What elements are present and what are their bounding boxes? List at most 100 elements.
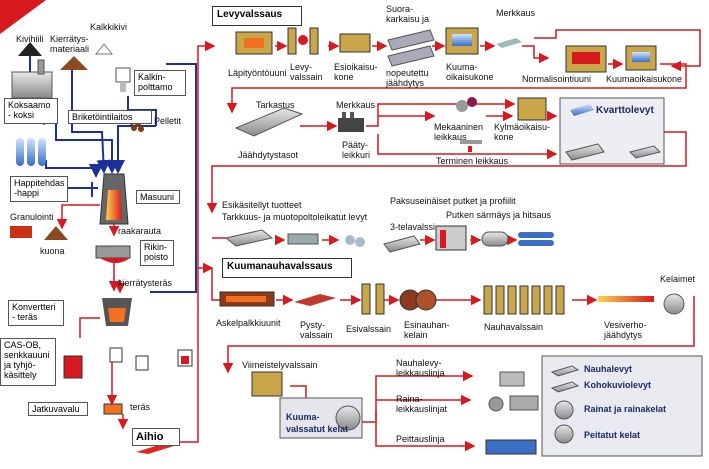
label-rikin-2: poisto <box>144 252 169 262</box>
label-tarkastus: Tarkastus <box>256 100 295 110</box>
hot-leveller-icon <box>445 27 479 55</box>
label-nauhavalssain: Nauhavalssain <box>484 322 544 332</box>
box-aihio: Aihio <box>132 428 180 446</box>
limestone-pile-icon <box>94 43 114 55</box>
finishing-mill-icon <box>483 285 565 315</box>
label-raina-2: leikkauslinjat <box>396 404 448 414</box>
slitting-line-icon <box>488 395 539 412</box>
box-konvertteri: Konvertteri - teräs <box>8 300 64 326</box>
label-granulointi: Granulointi <box>10 212 54 222</box>
label-esinauhankelain-1: Esinauhan- <box>404 320 450 330</box>
pretreated-plate-icon <box>224 229 274 247</box>
box-briketointilaitos: Briketöintilaitos <box>68 110 152 124</box>
label-suora-2: karkaisu ja <box>386 14 430 24</box>
blast-furnace-icon <box>99 173 129 225</box>
label-raina-1: Raina- <box>396 394 423 404</box>
label-lapityontouuni: Läpityöntöuuni <box>228 68 287 78</box>
corner-triangle <box>0 0 46 34</box>
converter-icon <box>102 298 132 326</box>
lime-kiln-icon <box>115 67 131 92</box>
label-rikin-1: Rikin- <box>144 242 168 252</box>
label-paatyleikkuri-2: leikkuri <box>342 150 371 160</box>
ladle-icons <box>63 347 193 379</box>
legend-nauhalevyt: Nauhalevyt <box>584 364 633 374</box>
bending-press-icon <box>435 225 467 251</box>
thermal-cutting-icon <box>460 140 482 152</box>
label-tarkkuus: Tarkkuus- ja muotopoltoleikatut levyt <box>222 212 368 222</box>
edger-icon <box>294 294 336 306</box>
label-casob-1: CAS-OB, <box>4 340 42 350</box>
label-happi-2: -happi <box>14 188 40 198</box>
section-levyvalssaus: Levyvalssaus <box>212 6 302 26</box>
continuous-casting-icon <box>103 403 123 415</box>
box-kalkinpolttamo: Kalkin- polttamo <box>134 70 186 96</box>
cut-to-length-icon <box>499 371 525 387</box>
label-esinauhankelain-2: kelain <box>404 330 428 340</box>
label-kylmaoikaisu-1: Kylmäoikaisu- <box>494 122 551 132</box>
granulation-block-icon <box>10 226 32 238</box>
label-pystyvalssain-2: valssain <box>300 330 333 340</box>
label-esioikaisu-2: kone <box>334 72 354 82</box>
coal-pile-icon <box>18 42 42 56</box>
label-kalkkikivi: Kalkkikivi <box>90 22 128 32</box>
box-koksaamo: Koksaamo - koksi <box>4 98 58 124</box>
walking-beam-furnace-icon <box>219 291 275 307</box>
label-normalisointiuuni: Normalisointiuuni <box>522 74 592 84</box>
label-merkkaus-mid: Merkkaus <box>336 100 376 110</box>
billet-icon <box>136 444 174 454</box>
mechanical-cutting-icon <box>456 97 477 112</box>
label-esikasitellyt: Esikäsitellyt tuotteet <box>222 200 302 210</box>
label-nauhalevy-2: leikkauslinja <box>396 368 445 378</box>
box-masuuni: Masuuni <box>136 190 180 204</box>
label-esivalssain: Esivalssain <box>346 324 392 334</box>
label-happi-1: Happitehdas <box>14 178 65 188</box>
cooling-bed-icon <box>234 107 304 137</box>
label-levyvalssain-1: Levy- <box>290 62 313 72</box>
label-kolmetela: 3-telavalssi <box>390 222 436 232</box>
label-konvertteri-1: Konvertteri <box>12 302 56 312</box>
legend-peitatut: Peitatut kelat <box>584 430 641 440</box>
label-levyvalssain-2: valssain <box>290 72 323 82</box>
label-kylmaoikaisu-2: kone <box>494 132 514 142</box>
pipe-bundle-icon <box>518 232 554 246</box>
label-jaahdytystasot: Jäähdytystasot <box>238 150 299 160</box>
normalizing-furnace-icon <box>565 45 607 73</box>
label-kvarttolevyt: Kvarttolevyt <box>596 105 654 116</box>
box-jatkuvavalu: Jatkuvavalu <box>28 402 88 416</box>
label-suora-3: nopeutettu <box>386 68 429 78</box>
legend-rainat: Rainat ja rainakelat <box>584 404 667 414</box>
label-mekaaninen-2: leikkaus <box>434 132 467 142</box>
label-kelaimet: Kelaimet <box>660 274 696 284</box>
label-putken: Putken särmäys ja hitsaus <box>446 210 552 220</box>
oxygen-cylinders-icon <box>16 138 46 166</box>
box-rikinpoisto: Rikin- poisto <box>140 240 174 266</box>
coil-box-icon <box>399 289 437 311</box>
pickling-line-icon <box>485 439 537 455</box>
label-pystyvalssain-1: Pysty- <box>300 320 326 330</box>
end-shear-icon <box>338 112 364 132</box>
plate-mill-icon <box>287 27 319 55</box>
laminar-cooling-icon <box>598 296 654 302</box>
roughing-mill-icon <box>361 283 385 315</box>
label-esioikaisu-1: Esioikaisu- <box>334 62 378 72</box>
label-kuumaoikaisu-1: Kuuma- <box>446 62 478 72</box>
quenching-icon <box>387 29 435 67</box>
label-peittauslinja: Peittauslinja <box>396 434 445 444</box>
label-kierratysteras: kierrätysteräs <box>118 278 173 288</box>
legend-icons <box>550 365 580 444</box>
label-kuona: kuona <box>40 246 65 256</box>
label-casob-2: senkkauuni <box>4 350 50 360</box>
reheating-furnace-icon <box>235 31 273 55</box>
label-kuumavalssatut-1: Kuuma- <box>286 412 320 422</box>
label-paksuseinaiset: Paksuseinäiset putket ja profiilit <box>390 196 516 206</box>
label-konvertteri-2: - teräs <box>12 312 38 322</box>
label-kuumavalssatut-2: valssatut kelat <box>286 424 349 434</box>
cut-parts-b-icon <box>345 235 365 247</box>
label-merkkaus-top: Merkkaus <box>496 8 536 18</box>
box-happitehdas: Happitehdas -happi <box>10 176 68 202</box>
label-kuumaoikaisu-2: oikaisukone <box>446 72 494 82</box>
label-kierratys-1: Kierrätys- <box>50 34 89 44</box>
label-kivihiili: Kivihiili <box>16 34 44 44</box>
label-koksaamo-1: Koksaamo <box>8 100 51 110</box>
